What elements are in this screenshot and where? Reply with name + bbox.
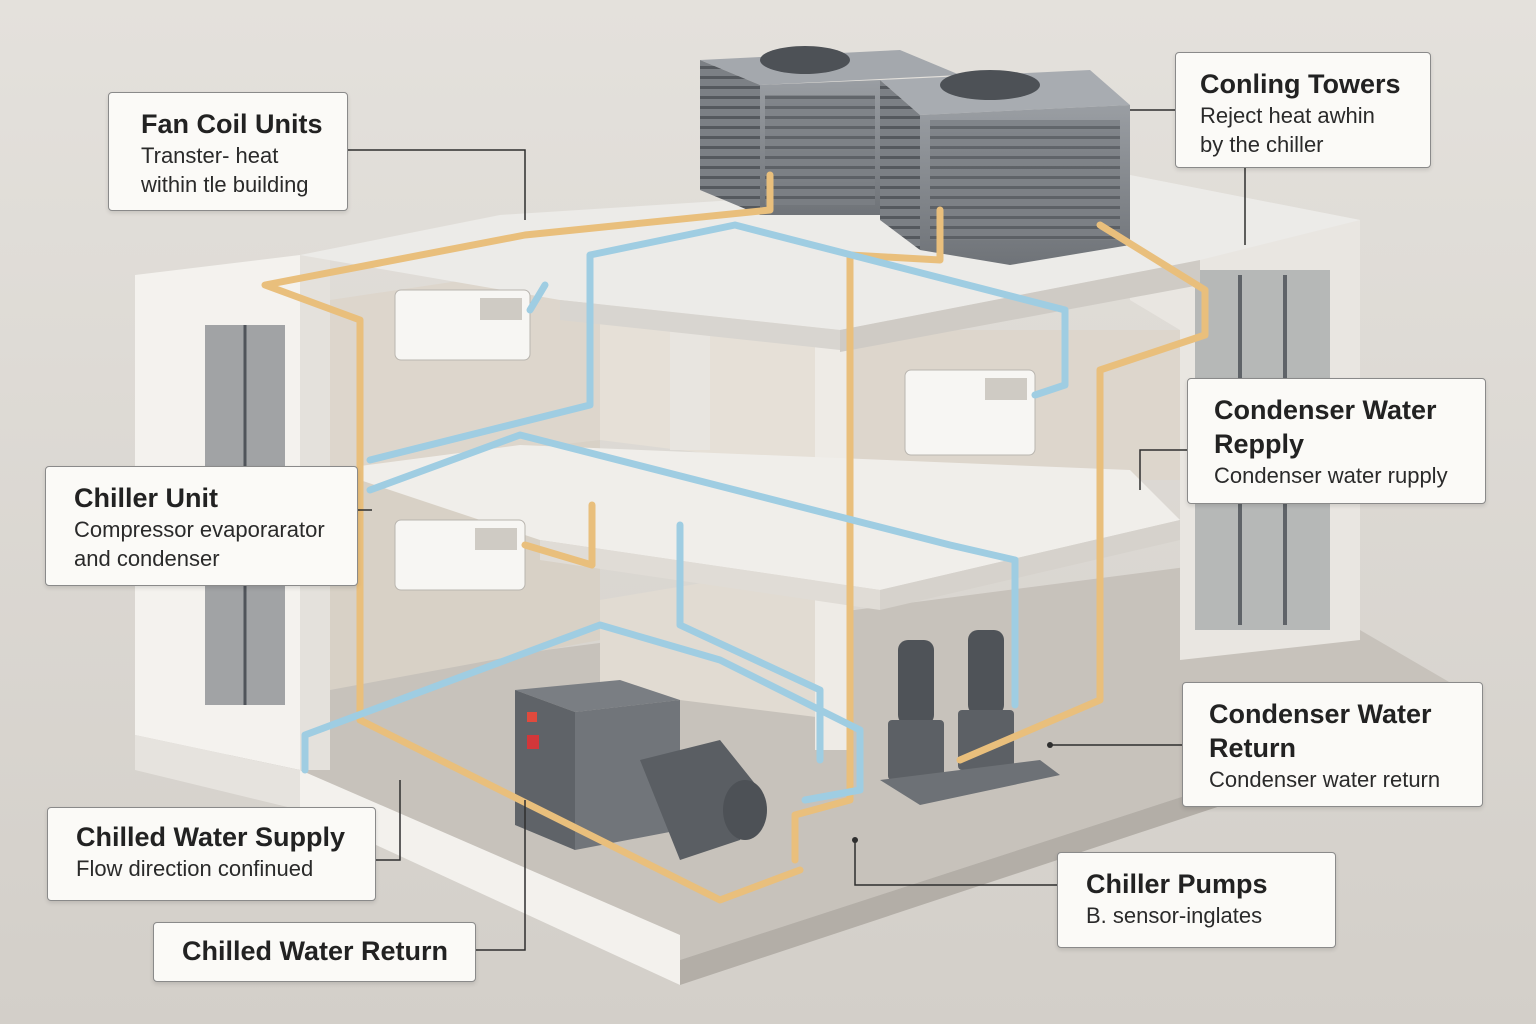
- chilled-pipe-lower-loop: [301, 621, 864, 804]
- condenser-water-return-title-1: Condenser Water: [1209, 699, 1432, 729]
- callout-fan-coil-units: Fan Coil Units Transter- heat within tle…: [108, 92, 348, 211]
- cooling-towers-desc-2: by the chiller: [1200, 132, 1324, 157]
- callout-chiller-unit: Chiller Unit Compressor evaporarator and…: [45, 466, 358, 586]
- chilled-pipe-fcu-upper: [526, 281, 549, 314]
- chiller-pumps-desc: B. sensor-inglates: [1086, 903, 1263, 928]
- cooling-towers-title: Conling Towers: [1200, 69, 1401, 99]
- condenser-pipe-fcu-branch: [521, 501, 596, 569]
- chilled-water-return-title: Chilled Water Return: [182, 936, 449, 966]
- callout-chiller-pumps: Chiller Pumps B. sensor-inglates: [1057, 852, 1336, 948]
- condenser-water-return-desc: Condenser water return: [1209, 767, 1441, 792]
- chilled-pipe-riser: [676, 521, 824, 764]
- chiller-unit-desc-1: Compressor evaporarator: [74, 517, 325, 542]
- condenser-water-supply-desc: Condenser water rupply: [1214, 463, 1448, 488]
- callout-connectors: [348, 109, 1246, 951]
- chilled-water-supply-title: Chilled Water Supply: [76, 822, 346, 852]
- fan-coil-units-desc-2: within tle building: [141, 172, 309, 197]
- fan-coil-units-title: Fan Coil Units: [141, 109, 323, 139]
- chiller-pumps-title: Chiller Pumps: [1086, 869, 1268, 899]
- cooling-tower-2: [880, 70, 1130, 265]
- condenser-pipe-left-loop: [261, 171, 804, 904]
- cooling-tower-1: [700, 46, 960, 215]
- fan-coil-unit-lower: [394, 519, 526, 591]
- condenser-pipe-tower-drop: [791, 206, 944, 864]
- callout-cooling-towers: Conling Towers Reject heat awhin by the …: [1175, 52, 1431, 168]
- chilled-water-supply-desc: Flow direction confinued: [76, 856, 314, 881]
- callout-chilled-water-return: Chilled Water Return: [153, 922, 476, 982]
- fan-coil-unit-upper-left: [394, 289, 531, 361]
- condenser-water-supply-title-1: Condenser Water: [1214, 395, 1437, 425]
- callout-condenser-water-return: Condenser Water Return Condenser water r…: [1182, 682, 1483, 807]
- chiller-unit: [515, 680, 767, 860]
- chilled-pipe-mid-loop: [366, 431, 1019, 709]
- chiller-unit-desc-2: and condenser: [74, 546, 220, 571]
- chilled-pipe-upper-loop: [366, 221, 1069, 464]
- condenser-water-supply-title-2: Repply: [1214, 429, 1305, 459]
- chiller-pumps: [880, 630, 1060, 805]
- cooling-towers-desc-1: Reject heat awhin: [1200, 103, 1375, 128]
- callout-condenser-water-supply: Condenser Water Repply Condenser water r…: [1187, 378, 1486, 504]
- condenser-water-return-title-2: Return: [1209, 733, 1296, 763]
- fan-coil-units-desc-1: Transter- heat: [141, 143, 279, 168]
- condenser-pipe-right-loop: [956, 221, 1209, 764]
- chiller-unit-title: Chiller Unit: [74, 483, 219, 513]
- fan-coil-unit-upper-right: [904, 369, 1036, 456]
- callout-chilled-water-supply: Chilled Water Supply Flow direction conf…: [47, 807, 376, 901]
